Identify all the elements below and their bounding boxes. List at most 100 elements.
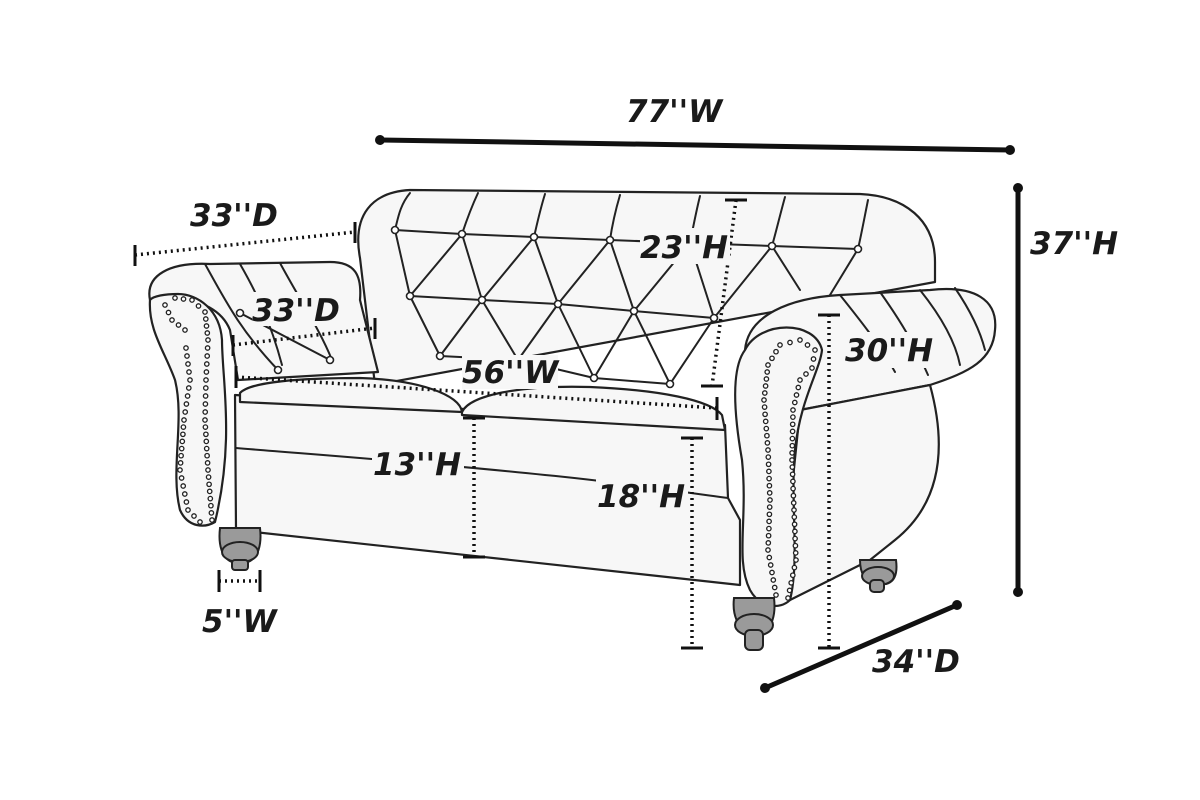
nailhead [766,554,773,561]
nailhead [791,399,798,406]
nailhead [203,445,210,452]
arm-depth-inner-label: 33''D [252,293,340,329]
nailhead [789,471,796,478]
nailhead [203,369,210,375]
nailhead [172,295,178,301]
nailhead [762,411,768,418]
nailhead [763,376,770,382]
nailhead [180,296,187,302]
back-height-label: 23''H [640,230,728,266]
nailhead [791,564,798,571]
nailhead [202,409,209,415]
leg-width-label: 5''W [202,604,279,640]
nailhead [202,316,209,322]
nailhead [791,507,797,513]
nailhead [791,514,798,520]
nailhead [205,467,211,473]
nailhead [765,532,772,539]
nailhead [202,424,209,430]
nailhead [761,397,767,403]
nailhead [770,577,777,583]
nailhead [202,385,209,391]
seat-height-label: 18''H [597,479,685,515]
left-arm-front [148,292,228,527]
nailhead [765,540,772,546]
nailhead [789,464,796,470]
nailhead [185,361,191,367]
nailhead [766,468,772,475]
nailhead [766,482,773,489]
nailhead [789,457,795,463]
overall-depth-label: 34''D [872,644,960,680]
nailhead [206,488,213,495]
nailhead [185,385,192,391]
nailhead [202,309,208,315]
nailhead [789,442,796,449]
nailhead [789,421,796,428]
left-nailhead-trim [162,295,215,525]
dimension-lines [133,135,1023,693]
nailhead [181,491,188,497]
nailhead [809,365,815,371]
nailhead [790,485,796,492]
nailhead [202,393,209,399]
nailhead [766,511,773,518]
leg-back-right [858,559,898,593]
nailhead [790,407,796,413]
overall-width-line [377,137,1013,153]
nailhead [766,490,773,496]
nailhead [182,409,189,415]
nailhead [204,353,211,359]
nailhead [205,474,212,480]
nailhead [178,445,185,452]
arm-depth-outer-label: 33''D [190,198,278,234]
nailhead [795,384,802,391]
nailhead [208,502,214,509]
nailhead [179,438,186,445]
nailhead [766,504,773,510]
nailhead [183,401,190,407]
nailhead [790,414,796,420]
nailhead [792,528,798,535]
nailhead [764,369,771,375]
nailhead [177,467,183,473]
nailhead [208,510,215,516]
nailhead [789,428,796,435]
nailhead [791,521,798,528]
loveseat-icon [148,188,997,651]
nailhead [764,432,770,439]
nailhead [786,587,793,594]
arm-depth-outer-line [134,230,356,257]
nailhead [182,327,188,333]
nailhead [189,297,195,303]
nailhead [162,302,168,308]
nailhead [184,393,191,399]
nailhead [178,475,185,481]
nailhead [191,513,197,519]
nailhead [790,492,797,499]
dimension-labels: 77''W 37''H 34''D 33''D 33''D 23''H 30''… [190,90,1118,680]
nailhead [793,392,800,398]
leg-front-right [732,597,776,651]
nailhead [767,562,774,568]
right-nailhead-trim [761,337,818,601]
nailhead [773,348,779,355]
nailhead [771,584,778,591]
seat-width-label: 56''W [462,355,560,391]
nailhead [761,404,768,410]
nailhead [762,383,769,389]
nailhead [204,460,211,466]
nailhead [769,569,775,576]
nailhead [169,317,175,323]
nailhead [175,322,182,328]
nailhead [789,435,796,442]
nailhead [764,440,771,446]
nailhead [790,500,797,506]
nailhead [203,438,210,445]
sofa-back [357,188,937,387]
nailhead [789,450,795,456]
nailhead [765,461,772,468]
nailhead [205,337,211,343]
back-height-line [710,199,738,387]
